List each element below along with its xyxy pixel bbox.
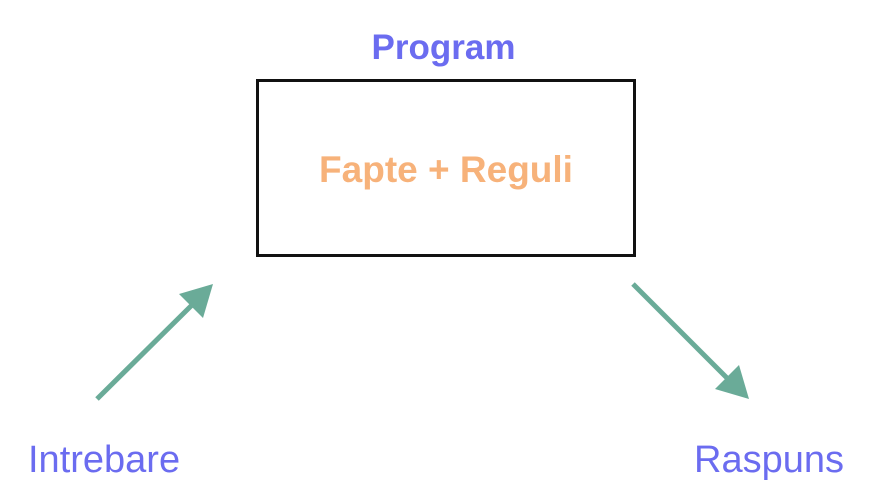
input-arrow xyxy=(95,284,213,401)
diagram-title: Program xyxy=(371,28,516,67)
output-arrow xyxy=(631,282,749,399)
box-text: Fapte + Reguli xyxy=(319,149,573,190)
input-label: Intrebare xyxy=(28,439,181,481)
output-label: Raspuns xyxy=(694,439,844,481)
program-box: Fapte + Reguli xyxy=(256,79,636,257)
